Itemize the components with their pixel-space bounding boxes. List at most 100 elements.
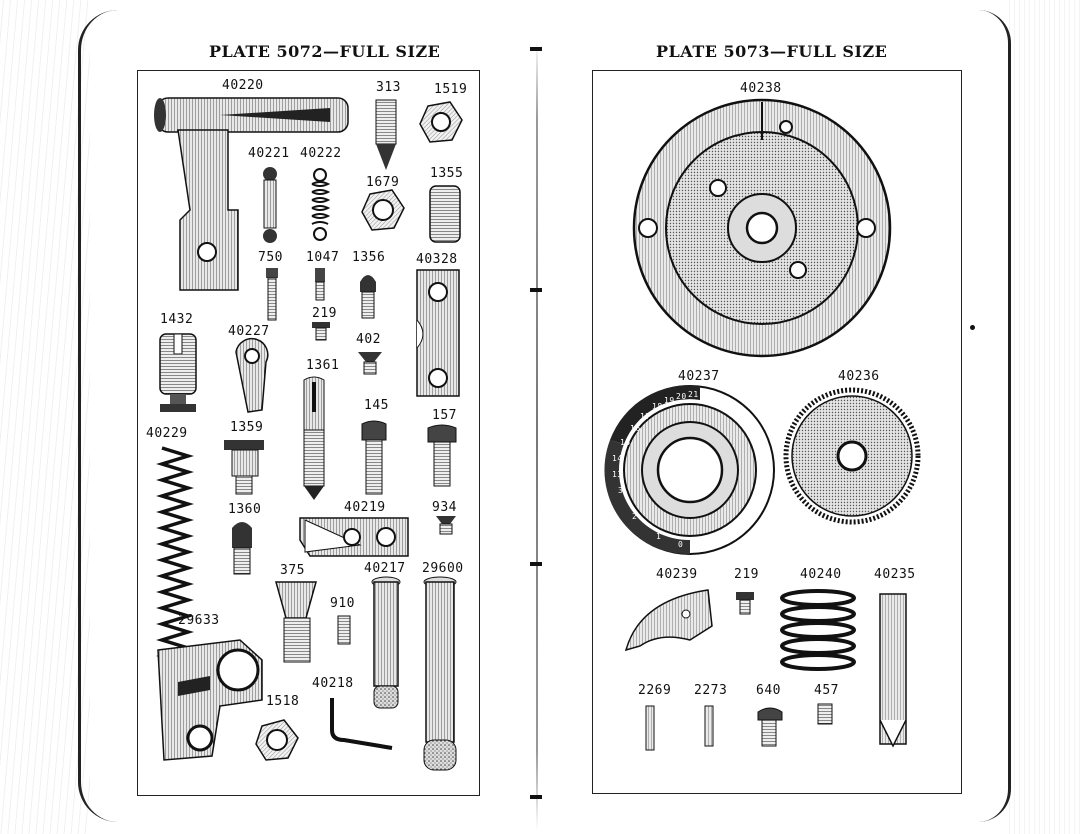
label-40235: 40235	[874, 567, 916, 582]
part-1432-drawing	[159, 333, 197, 412]
gutter-mark	[530, 288, 542, 292]
label-2273: 2273	[694, 683, 728, 698]
label-40220: 40220	[222, 78, 264, 93]
part-1047-drawing	[315, 268, 325, 301]
dial-number: 18	[652, 402, 663, 411]
part-40218-drawing	[330, 698, 393, 750]
label-219: 219	[312, 306, 337, 321]
label-40328: 40328	[416, 252, 458, 267]
part-1360-drawing	[232, 522, 252, 575]
label-1359: 1359	[230, 420, 264, 435]
label-1432: 1432	[160, 312, 194, 327]
part-457-drawing	[817, 703, 833, 725]
gutter-mark	[530, 795, 542, 799]
part-2269-drawing	[645, 705, 655, 751]
dial-number: 21	[688, 390, 699, 399]
stray-dot	[970, 325, 975, 330]
part-40220-drawing	[154, 97, 349, 291]
plate-title-right: PLATE 5073—FULL SIZE	[656, 42, 888, 61]
label-219-right: 219	[734, 567, 759, 582]
label-1519: 1519	[434, 82, 468, 97]
label-934: 934	[432, 500, 457, 515]
label-40240: 40240	[800, 567, 842, 582]
part-40229-drawing	[156, 446, 194, 674]
label-40237: 40237	[678, 369, 720, 384]
label-29633: 29633	[178, 613, 220, 628]
part-1356-drawing	[360, 275, 376, 319]
label-402: 402	[356, 332, 381, 347]
label-1355: 1355	[430, 166, 464, 181]
part-1679-drawing	[361, 189, 405, 231]
label-1679: 1679	[366, 175, 400, 190]
label-1047: 1047	[306, 250, 340, 265]
label-40229: 40229	[146, 426, 188, 441]
dial-number: 20	[676, 392, 687, 401]
label-750: 750	[258, 250, 283, 265]
part-1361-drawing	[303, 376, 325, 500]
dial-number: 16	[630, 424, 641, 433]
part-29600-drawing	[423, 576, 457, 771]
part-40236-drawing	[783, 387, 921, 525]
part-40235-drawing	[879, 593, 907, 748]
book-page-curve-left	[78, 10, 121, 822]
label-157: 157	[432, 408, 457, 423]
label-1518: 1518	[266, 694, 300, 709]
label-375: 375	[280, 563, 305, 578]
label-40239: 40239	[656, 567, 698, 582]
label-910: 910	[330, 596, 355, 611]
dial-number: 0	[678, 540, 684, 549]
part-934-drawing	[436, 516, 456, 535]
label-40217: 40217	[364, 561, 406, 576]
part-219-right-drawing	[736, 592, 754, 615]
label-2269: 2269	[638, 683, 672, 698]
part-29633-drawing	[157, 639, 263, 761]
label-640: 640	[756, 683, 781, 698]
part-40238-drawing	[632, 98, 892, 358]
part-40217-drawing	[371, 576, 401, 709]
part-40328-drawing	[416, 269, 460, 397]
label-313: 313	[376, 80, 401, 95]
label-1360: 1360	[228, 502, 262, 517]
part-40239-drawing	[624, 589, 713, 652]
dial-number: 2	[632, 512, 638, 521]
dial-number: 14	[612, 454, 623, 463]
dial-number: 19	[664, 396, 675, 405]
label-40219: 40219	[344, 500, 386, 515]
part-157-drawing	[427, 424, 457, 487]
book-gutter	[536, 40, 538, 830]
label-40218: 40218	[312, 676, 354, 691]
part-1359-drawing	[224, 440, 264, 495]
dial-number: 13	[612, 470, 623, 479]
dial-number: 3	[618, 486, 624, 495]
part-375-drawing	[275, 581, 317, 663]
part-145-drawing	[361, 420, 387, 495]
part-40221-drawing	[263, 167, 277, 243]
gutter-mark	[530, 562, 542, 566]
dial-number: 17	[640, 412, 651, 421]
part-2273-drawing	[704, 705, 714, 747]
label-145: 145	[364, 398, 389, 413]
part-40219-drawing	[299, 517, 409, 557]
label-40236: 40236	[838, 369, 880, 384]
label-40221: 40221	[248, 146, 290, 161]
label-40222: 40222	[300, 146, 342, 161]
book-page-curve-right	[978, 10, 1011, 822]
part-910-drawing	[337, 615, 351, 645]
dial-number: 1	[656, 532, 662, 541]
part-640-drawing	[757, 707, 783, 747]
part-1519-drawing	[419, 101, 463, 143]
label-1361: 1361	[306, 358, 340, 373]
part-40222-drawing	[311, 168, 331, 241]
part-750-drawing	[266, 268, 278, 321]
gutter-mark	[530, 47, 542, 51]
part-402-drawing	[358, 352, 382, 375]
part-40237-drawing	[604, 385, 775, 555]
part-40240-drawing	[780, 589, 856, 671]
part-40227-drawing	[235, 337, 269, 413]
part-1355-drawing	[429, 185, 461, 243]
part-1518-drawing	[255, 719, 299, 761]
label-457: 457	[814, 683, 839, 698]
dial-number: 15	[620, 438, 631, 447]
label-29600: 29600	[422, 561, 464, 576]
